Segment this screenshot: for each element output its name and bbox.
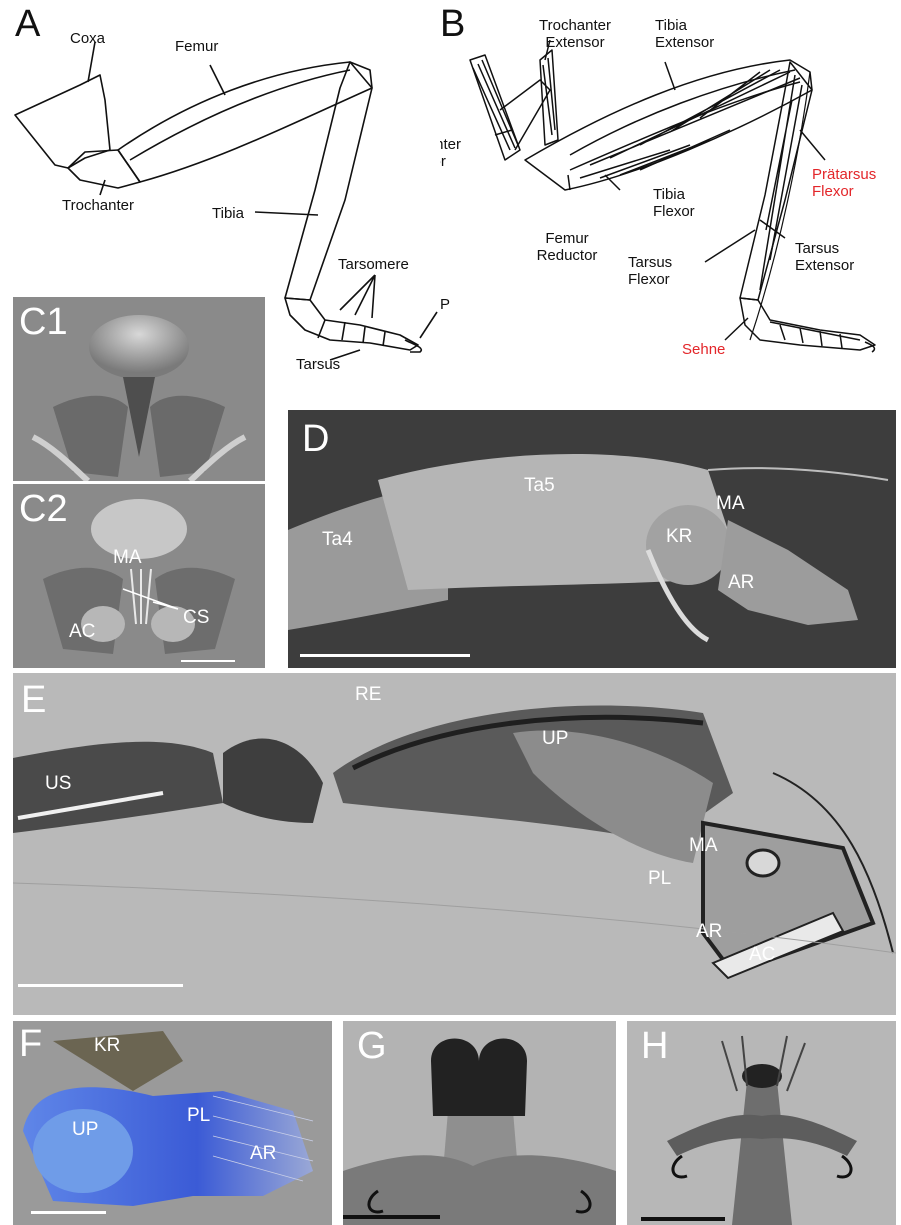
scale-bar-h	[641, 1217, 725, 1221]
label-f-pl: PL	[187, 1106, 210, 1126]
label-e-re: RE	[355, 685, 381, 705]
panel-letter-e: E	[21, 681, 46, 719]
panel-e: E RE US UP MA PL AR AC	[13, 673, 896, 1015]
scale-bar-g	[343, 1215, 440, 1219]
scale-bar-e	[18, 984, 183, 987]
label-tarsus-flexor-line1: Tarsus	[628, 254, 672, 271]
label-tarsus-extensor: Tarsus Extensor	[795, 240, 854, 274]
label-tibia-flexor-line1: Tibia	[653, 186, 695, 203]
label-f-kr: KR	[94, 1036, 120, 1056]
label-trochanter-extensor-line1: Trochanter	[530, 17, 620, 34]
scale-bar-f	[31, 1211, 106, 1214]
label-d-ta4: Ta4	[322, 530, 353, 550]
label-trochanter-flexor-line1: Trochanter	[440, 136, 480, 153]
label-tarsus-extensor-line2: Extensor	[795, 257, 854, 274]
label-femur-reductor: Femur Reductor	[527, 230, 607, 264]
sem-image-d	[288, 410, 896, 668]
label-praetarsus-flexor-line1: Prätarsus	[812, 166, 876, 183]
label-tarsomere: Tarsomere	[338, 256, 409, 273]
scale-bar-c2	[181, 660, 235, 662]
label-d-ma: MA	[716, 494, 745, 514]
label-coxa: Coxa	[70, 30, 105, 47]
label-c2-ma: MA	[113, 548, 142, 568]
label-tibia-flexor: Tibia Flexor	[653, 186, 695, 220]
panel-b: B Trochanter Extensor Tibia Extensor Tro…	[440, 0, 901, 380]
label-trochanter-flexor-line2: Flexor	[440, 153, 480, 170]
label-tibia-extensor: Tibia Extensor	[655, 17, 714, 51]
panel-c2: C2 MA AC CS	[13, 484, 265, 668]
label-femur-reductor-line2: Reductor	[527, 247, 607, 264]
label-tibia: Tibia	[212, 205, 244, 222]
label-e-pl: PL	[648, 869, 671, 889]
label-femur-reductor-line1: Femur	[527, 230, 607, 247]
label-d-ar: AR	[728, 573, 754, 593]
panel-h: H	[627, 1021, 896, 1225]
label-tarsus-flexor: Tarsus Flexor	[628, 254, 672, 288]
panel-g: G	[343, 1021, 616, 1225]
fluorescence-image-f	[13, 1021, 332, 1225]
label-tibia-flexor-line2: Flexor	[653, 203, 695, 220]
panel-letter-h: H	[641, 1027, 668, 1065]
label-e-ma: MA	[689, 836, 718, 856]
scale-bar-d	[300, 654, 470, 657]
label-e-ar: AR	[696, 922, 722, 942]
label-trochanter-extensor: Trochanter Extensor	[530, 17, 620, 51]
label-tibia-extensor-line2: Extensor	[655, 34, 714, 51]
label-tibia-extensor-line1: Tibia	[655, 17, 714, 34]
label-praetarsus-flexor: Prätarsus Flexor	[812, 166, 876, 200]
label-trochanter: Trochanter	[62, 197, 134, 214]
label-e-us: US	[45, 774, 71, 794]
panel-letter-b: B	[440, 5, 465, 43]
label-trochanter-flexor: Trochanter Flexor	[440, 136, 480, 170]
label-c2-cs: CS	[183, 608, 209, 628]
label-e-ac: AC	[749, 945, 775, 965]
panel-c1: C1	[13, 297, 265, 481]
label-d-kr: KR	[666, 527, 692, 547]
label-c2-ac: AC	[69, 622, 95, 642]
label-praetarsus-flexor-line2: Flexor	[812, 183, 876, 200]
label-tarsus-flexor-line2: Flexor	[628, 271, 672, 288]
label-tarsus-extensor-line1: Tarsus	[795, 240, 854, 257]
panel-d: D Ta5 Ta4 MA KR AR	[288, 410, 896, 668]
panel-f: F KR UP PL AR	[13, 1021, 332, 1225]
label-sehne: Sehne	[682, 341, 725, 358]
label-f-ar: AR	[250, 1144, 276, 1164]
panel-letter-g: G	[357, 1027, 387, 1065]
label-e-up: UP	[542, 729, 568, 749]
label-tarsus: Tarsus	[296, 356, 340, 373]
panel-letter-c1: C1	[19, 303, 68, 341]
panel-letter-c2: C2	[19, 490, 68, 528]
label-femur: Femur	[175, 38, 218, 55]
label-trochanter-extensor-line2: Extensor	[530, 34, 620, 51]
label-d-ta5: Ta5	[524, 476, 555, 496]
panel-letter-d: D	[302, 420, 329, 458]
panel-letter-f: F	[19, 1025, 42, 1063]
panel-letter-a: A	[15, 5, 40, 43]
label-f-up: UP	[72, 1120, 98, 1140]
